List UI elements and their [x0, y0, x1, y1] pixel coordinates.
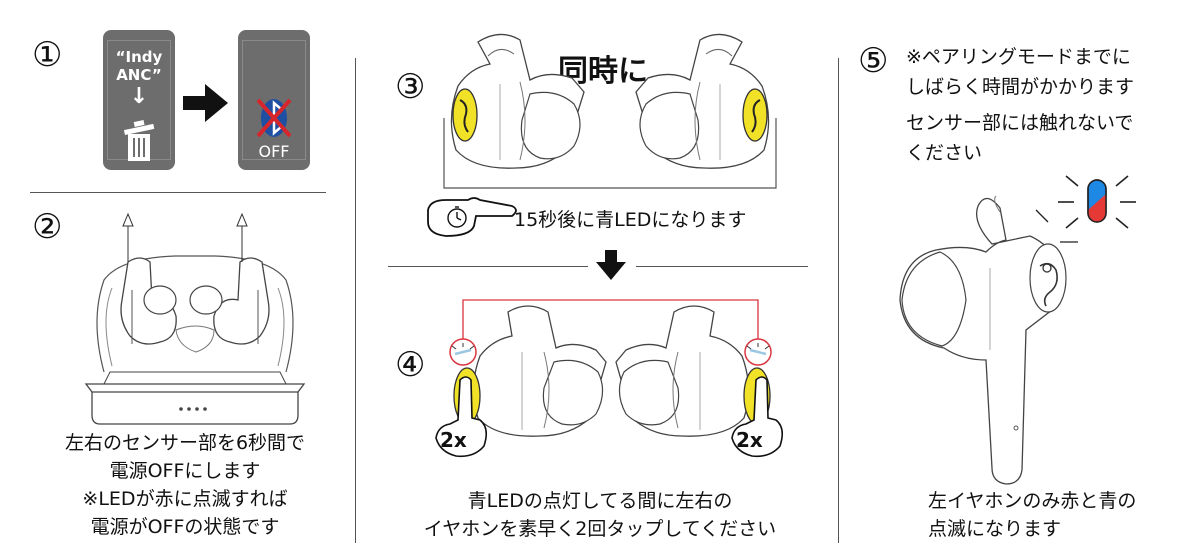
step-4-caption-line1: 青LEDの点灯してる間に左右の — [467, 490, 733, 512]
step-3-number: ③ — [395, 67, 426, 107]
step-2-caption-line4: 電源がOFFの状態です — [90, 516, 280, 538]
step-2-caption-line3: ※LEDが赤に点滅すれば — [82, 488, 288, 510]
step-5-note-line1: ※ペアリングモードまでに — [906, 46, 1131, 68]
down-arrow-glyph: ↓ — [129, 84, 149, 109]
step-5-note-line2: しばらく時間がかかります — [906, 76, 1135, 98]
step-5-note-line3: センサー部には触れないで — [906, 112, 1134, 134]
step-1-number: ① — [32, 35, 63, 75]
divider-left-column — [355, 58, 356, 543]
phone-forget-device: “Indy ANC” ↓ — [103, 30, 175, 170]
phone-device-name-line2: ANC” — [116, 66, 162, 84]
step-2-caption-line1: 左右のセンサー部を6秒間で — [64, 432, 306, 454]
trash-icon — [123, 120, 155, 161]
step-2-number: ② — [32, 207, 63, 247]
step-5-caption-line2: 点滅になります — [928, 518, 1062, 540]
phone-device-name-line1: “Indy — [115, 48, 163, 66]
step-2-caption-line2: 電源OFFにします — [109, 460, 261, 482]
step-4-caption-line2: イヤホンを素早く2回タップしてください — [423, 518, 777, 540]
step-5-caption-line1: 左イヤホンのみ赤と青の — [928, 490, 1137, 512]
timer-caption: 15秒後に青LEDになります — [514, 209, 747, 231]
bluetooth-off-label: OFF — [258, 142, 290, 161]
step-5-number: ⑤ — [858, 41, 889, 81]
phone-bluetooth-off: OFF — [238, 30, 310, 170]
divider-step3-left — [388, 266, 588, 267]
bluetooth-icon — [256, 98, 292, 138]
double-tap-label-right: 2x — [736, 428, 763, 452]
double-tap-label-left: 2x — [440, 428, 467, 452]
step-4-number: ④ — [395, 345, 426, 385]
divider-step3-right — [636, 266, 808, 267]
divider-step1-step2 — [30, 192, 326, 193]
step-5-note-line4: ください — [906, 142, 983, 164]
divider-right-column — [838, 58, 839, 543]
